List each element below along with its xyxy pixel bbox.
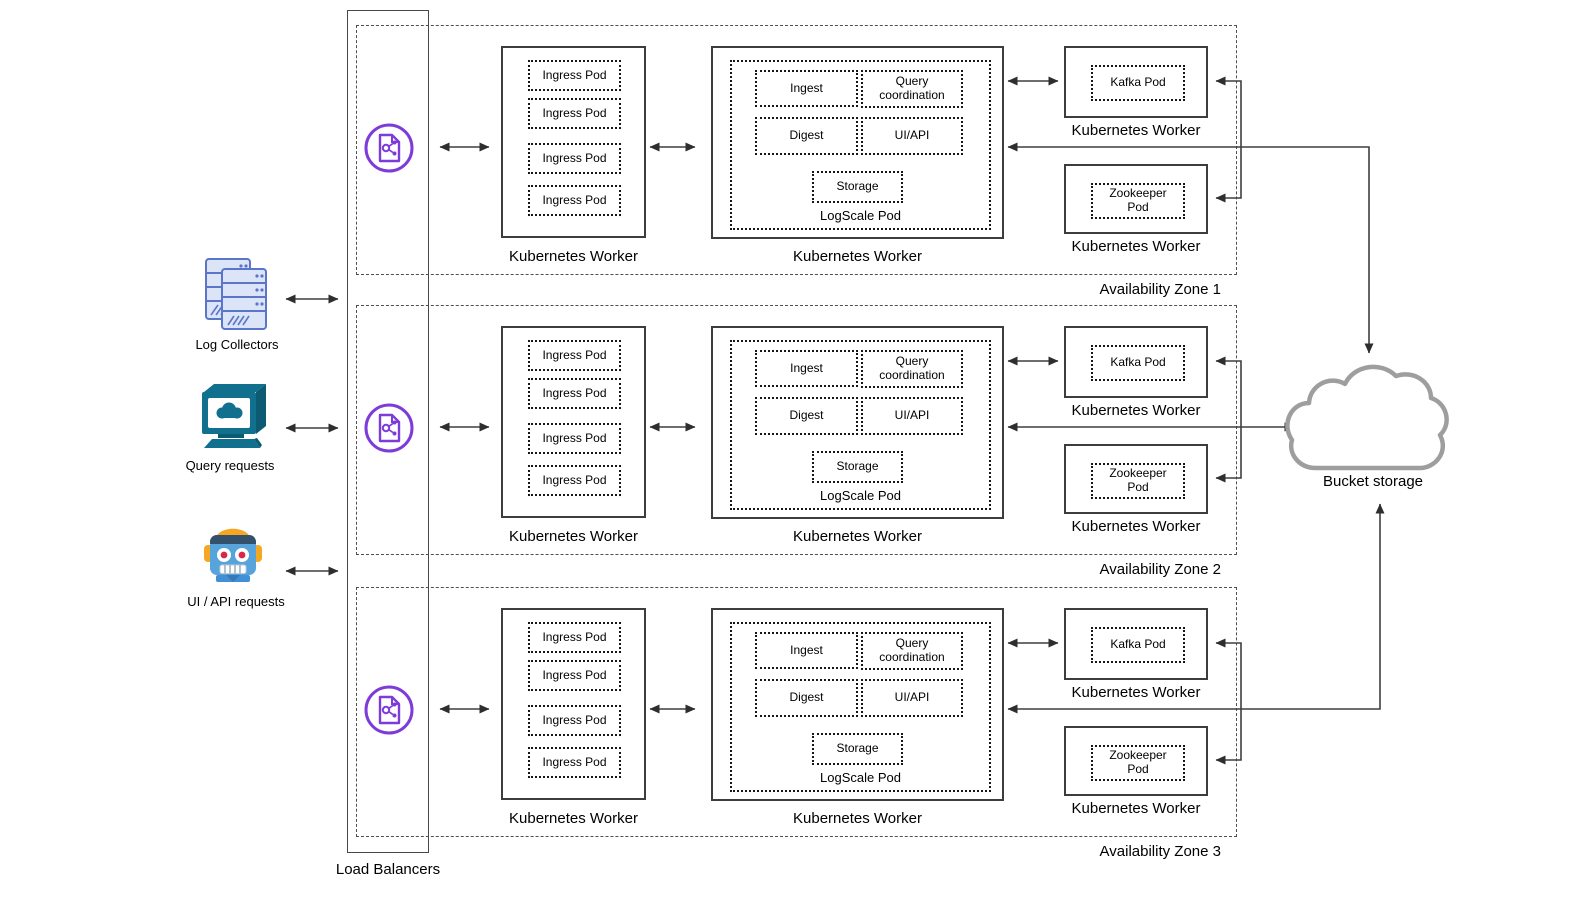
availability-zone: Ingress Pod Ingress Pod Ingress Pod Ingr…	[356, 305, 1237, 578]
ingress-pod: Ingress Pod	[528, 60, 621, 91]
logscale-component-storage: Storage	[812, 171, 903, 203]
load-balancer-icon	[363, 684, 415, 736]
kafka-worker-box: Kafka Pod	[1064, 46, 1208, 118]
load-balancers-column	[347, 10, 429, 853]
ingress-pod: Ingress Pod	[528, 185, 621, 216]
zone-label: Availability Zone 2	[1099, 561, 1221, 578]
kubernetes-worker-label: Kubernetes Worker	[793, 810, 922, 827]
ingress-pod: Ingress Pod	[528, 465, 621, 496]
zookeeper-worker-box: Zookeeper Pod	[1064, 444, 1208, 514]
ui-api-requests-label: UI / API requests	[187, 594, 285, 609]
logscale-component-storage: Storage	[812, 733, 903, 765]
zookeeper-pod: Zookeeper Pod	[1091, 463, 1185, 499]
ingress-pod: Ingress Pod	[528, 660, 621, 691]
kafka-worker-box: Kafka Pod	[1064, 326, 1208, 398]
logscale-component-digest: Digest	[755, 117, 858, 155]
logscale-worker-box: Ingest Query coordination Digest UI/API …	[711, 608, 1004, 801]
logscale-component-digest: Digest	[755, 397, 858, 435]
logscale-component-query-coordination: Query coordination	[861, 632, 963, 670]
ingress-pod: Ingress Pod	[528, 378, 621, 409]
query-terminal-icon	[196, 382, 272, 461]
kubernetes-worker-label: Kubernetes Worker	[1071, 684, 1201, 701]
logscale-worker-box: Ingest Query coordination Digest UI/API …	[711, 46, 1004, 239]
ingress-pod: Ingress Pod	[528, 705, 621, 736]
load-balancer-icon	[363, 122, 415, 174]
kubernetes-worker-label: Kubernetes Worker	[509, 248, 638, 265]
logscale-component-query-coordination: Query coordination	[861, 70, 963, 108]
zookeeper-pod: Zookeeper Pod	[1091, 745, 1185, 781]
ingress-worker-box: Ingress Pod Ingress Pod Ingress Pod Ingr…	[501, 46, 646, 238]
ingress-pod: Ingress Pod	[528, 423, 621, 454]
ingress-pod: Ingress Pod	[528, 340, 621, 371]
logscale-component-ingest: Ingest	[755, 632, 858, 669]
kafka-worker-box: Kafka Pod	[1064, 608, 1208, 680]
ingress-pod: Ingress Pod	[528, 98, 621, 129]
logscale-pod-label: LogScale Pod	[820, 208, 901, 223]
log-collectors-label: Log Collectors	[195, 337, 279, 352]
bucket-storage-label: Bucket storage	[1322, 473, 1424, 490]
robot-icon	[204, 518, 262, 591]
load-balancers-label: Load Balancers	[335, 861, 441, 878]
ingress-worker-box: Ingress Pod Ingress Pod Ingress Pod Ingr…	[501, 326, 646, 518]
bucket-storage-cloud-icon	[1285, 364, 1449, 471]
kubernetes-worker-label: Kubernetes Worker	[509, 528, 638, 545]
kubernetes-worker-label: Kubernetes Worker	[1071, 800, 1201, 817]
kubernetes-worker-label: Kubernetes Worker	[509, 810, 638, 827]
zookeeper-worker-box: Zookeeper Pod	[1064, 726, 1208, 796]
logscale-component-ui-api: UI/API	[861, 117, 963, 155]
logscale-pod-box: Ingest Query coordination Digest UI/API …	[730, 622, 991, 792]
zookeeper-pod: Zookeeper Pod	[1091, 183, 1185, 219]
kafka-pod: Kafka Pod	[1091, 65, 1185, 101]
kubernetes-worker-label: Kubernetes Worker	[1071, 122, 1201, 139]
logscale-component-ui-api: UI/API	[861, 397, 963, 435]
ingress-pod: Ingress Pod	[528, 143, 621, 174]
logscale-component-ui-api: UI/API	[861, 679, 963, 717]
logscale-worker-box: Ingest Query coordination Digest UI/API …	[711, 326, 1004, 519]
zone-label: Availability Zone 1	[1099, 281, 1221, 298]
ingress-pod: Ingress Pod	[528, 622, 621, 653]
kubernetes-worker-label: Kubernetes Worker	[1071, 518, 1201, 535]
availability-zone: Ingress Pod Ingress Pod Ingress Pod Ingr…	[356, 587, 1237, 860]
availability-zone: Ingress Pod Ingress Pod Ingress Pod Ingr…	[356, 25, 1237, 298]
kubernetes-worker-label: Kubernetes Worker	[1071, 402, 1201, 419]
kubernetes-worker-label: Kubernetes Worker	[1071, 238, 1201, 255]
query-requests-label: Query requests	[185, 458, 275, 473]
kubernetes-worker-label: Kubernetes Worker	[793, 528, 922, 545]
zone-label: Availability Zone 3	[1099, 843, 1221, 860]
logscale-component-query-coordination: Query coordination	[861, 350, 963, 388]
load-balancer-icon	[363, 402, 415, 454]
ingress-worker-box: Ingress Pod Ingress Pod Ingress Pod Ingr…	[501, 608, 646, 800]
logscale-component-ingest: Ingest	[755, 350, 858, 387]
kubernetes-worker-label: Kubernetes Worker	[793, 248, 922, 265]
logscale-pod-label: LogScale Pod	[820, 488, 901, 503]
logscale-component-digest: Digest	[755, 679, 858, 717]
server-stack-icon	[203, 256, 269, 339]
logscale-pod-label: LogScale Pod	[820, 770, 901, 785]
ingress-pod: Ingress Pod	[528, 747, 621, 778]
zookeeper-worker-box: Zookeeper Pod	[1064, 164, 1208, 234]
kafka-pod: Kafka Pod	[1091, 345, 1185, 381]
logscale-component-ingest: Ingest	[755, 70, 858, 107]
logscale-pod-box: Ingest Query coordination Digest UI/API …	[730, 340, 991, 510]
logscale-component-storage: Storage	[812, 451, 903, 483]
kafka-pod: Kafka Pod	[1091, 627, 1185, 663]
logscale-pod-box: Ingest Query coordination Digest UI/API …	[730, 60, 991, 230]
